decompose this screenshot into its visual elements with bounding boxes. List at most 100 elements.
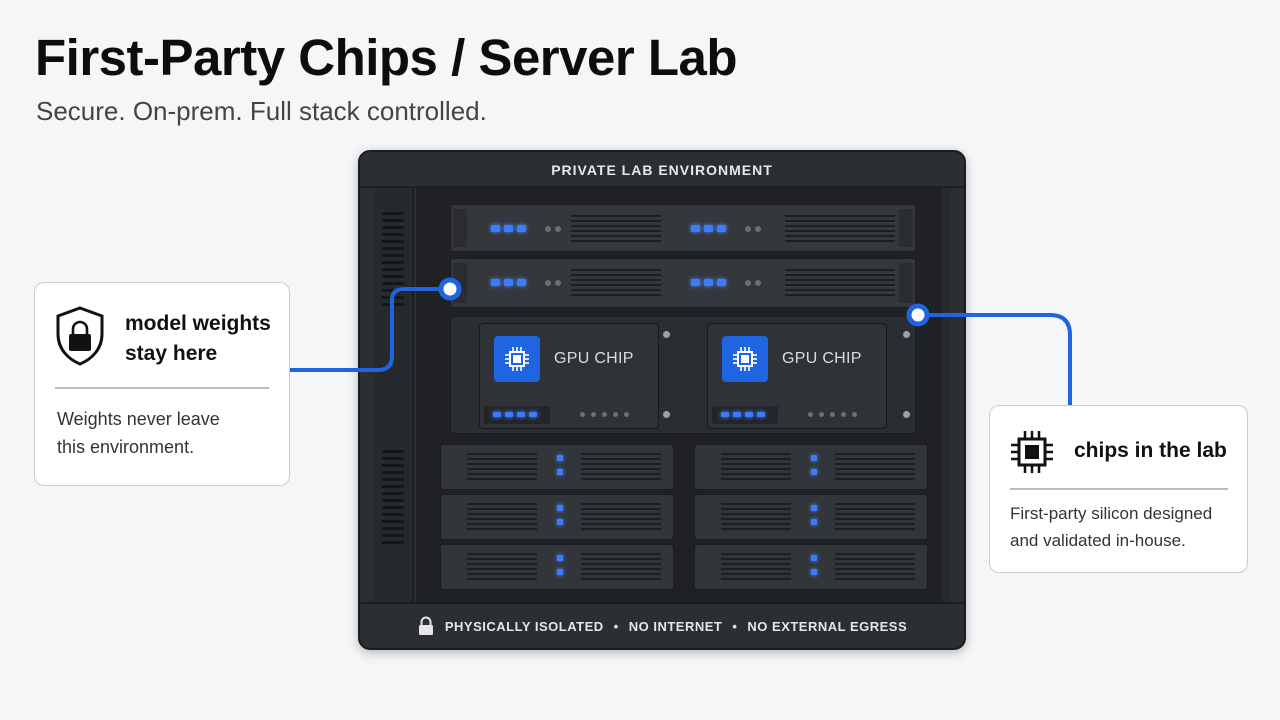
status-led (504, 279, 513, 286)
drive-grill (467, 463, 537, 465)
drive-led (557, 455, 563, 461)
vent-grill (571, 235, 661, 237)
rack-ear (453, 263, 467, 303)
drive-grill (581, 508, 661, 510)
drive-led (811, 555, 817, 561)
drive-grill (721, 453, 791, 455)
vent-grill (785, 279, 895, 281)
callout-left-body-line1: Weights never leave (57, 409, 220, 429)
storage-array (440, 444, 928, 594)
callout-left-title-line2: stay here (125, 342, 218, 365)
vent-grill (571, 220, 661, 222)
drive-grill (835, 473, 915, 475)
drive-grill (467, 578, 537, 580)
drive-grill (467, 528, 537, 530)
vent-slot (382, 268, 404, 271)
footer-separator: • (613, 618, 619, 634)
vent-slot (382, 506, 404, 509)
drive-grill (581, 463, 661, 465)
rack-ear (453, 209, 467, 247)
footer-item-no-internet: NO INTERNET (628, 618, 723, 634)
drive-grill (467, 473, 537, 475)
drive-grill (835, 528, 915, 530)
status-dot (555, 226, 561, 232)
vent-slot (382, 289, 404, 292)
vent-grill (785, 294, 895, 296)
gpu-chip-icon (494, 336, 540, 382)
drive-grill (721, 563, 791, 565)
drive-grill (835, 553, 915, 555)
status-led (691, 279, 700, 286)
rack-ear (899, 209, 913, 247)
drive-grill (581, 563, 661, 565)
drive-grill (581, 578, 661, 580)
rack-screw (663, 331, 670, 338)
drive-bay (440, 494, 674, 540)
drive-grill (581, 573, 661, 575)
drive-grill (581, 528, 661, 530)
rack-footer: PHYSICALLY ISOLATED • NO INTERNET • NO E… (360, 602, 964, 648)
drive-grill (581, 513, 661, 515)
vent-grill (785, 235, 895, 237)
drive-bay (440, 444, 674, 490)
status-led (517, 279, 526, 286)
server-unit-1 (450, 204, 916, 252)
drive-grill (467, 518, 537, 520)
server-rack: PRIVATE LAB ENVIRONMENT (358, 150, 966, 650)
drive-grill (581, 478, 661, 480)
gpu-card-1-indicator-dots (580, 412, 640, 420)
vent-grill (785, 215, 895, 217)
callout-right-body-line1: First-party silicon designed (1010, 504, 1213, 523)
drive-grill (835, 458, 915, 460)
drive-grill (721, 468, 791, 470)
vent-slot (382, 534, 404, 537)
status-led (691, 225, 700, 232)
drive-grill (721, 558, 791, 560)
chip-icon (1011, 431, 1053, 473)
vent-slot (382, 471, 404, 474)
drive-grill (721, 503, 791, 505)
vent-slot (382, 219, 404, 222)
drive-grill (581, 453, 661, 455)
drive-grill (721, 513, 791, 515)
drive-grill (835, 468, 915, 470)
vent-slot (382, 247, 404, 250)
callout-left-title-line1: model weights (125, 312, 271, 335)
drive-grill (581, 468, 661, 470)
callout-model-weights: model weights stay here Weights never le… (34, 282, 290, 486)
drive-grill (581, 458, 661, 460)
callout-left-body-line2: this environment. (57, 437, 195, 457)
vent-grill (571, 274, 661, 276)
vent-slot (382, 303, 404, 306)
drive-grill (721, 458, 791, 460)
drive-grill (835, 503, 915, 505)
vent-slot (382, 261, 404, 264)
vent-slot (382, 520, 404, 523)
vent-grill (785, 220, 895, 222)
drive-grill (835, 578, 915, 580)
drive-grill (835, 563, 915, 565)
vent-grill (571, 269, 661, 271)
drive-grill (467, 523, 537, 525)
status-dot (745, 226, 751, 232)
drive-grill (581, 503, 661, 505)
vent-grill (571, 289, 661, 291)
drive-grill (721, 523, 791, 525)
vent-slot (382, 492, 404, 495)
drive-grill (467, 503, 537, 505)
drive-grill (721, 478, 791, 480)
status-led (717, 225, 726, 232)
footer-separator: • (732, 618, 738, 634)
drive-grill (721, 553, 791, 555)
status-led (517, 225, 526, 232)
vent-slot (382, 233, 404, 236)
vent-grill (785, 240, 895, 242)
server-unit-2 (450, 258, 916, 308)
drive-led (811, 469, 817, 475)
gpu-chip-label-1: GPU CHIP (554, 350, 634, 367)
drive-led (811, 505, 817, 511)
vent-grill (571, 294, 661, 296)
drive-grill (581, 523, 661, 525)
drive-led (557, 469, 563, 475)
vent-grill (785, 289, 895, 291)
